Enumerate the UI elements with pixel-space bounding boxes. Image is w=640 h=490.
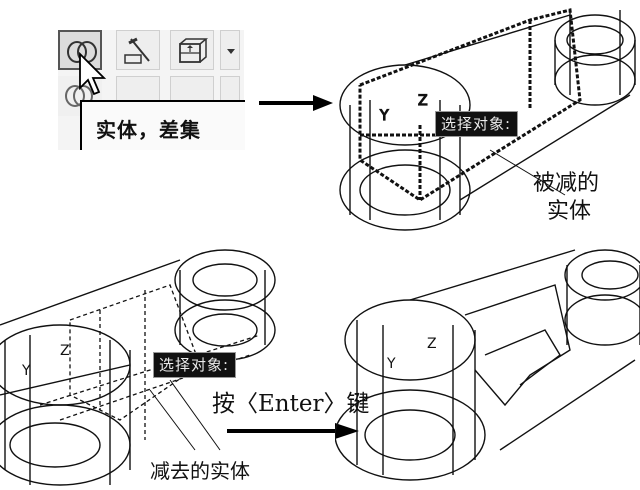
ucs-y-label-3: Y: [386, 356, 396, 372]
chevron-down-icon: [227, 49, 235, 54]
subtract-button[interactable]: [58, 30, 102, 70]
leader-line-3: [169, 379, 221, 451]
extrude-button[interactable]: [170, 30, 214, 70]
cad-viewport-before-select[interactable]: Y Z: [330, 0, 640, 240]
cad-viewport-select-subtract[interactable]: Y Z: [0, 245, 300, 490]
leader-line: [489, 149, 566, 196]
label-subtracted-from-line2: 实体: [547, 199, 592, 224]
label-subtracted: 减去的实体: [150, 459, 250, 483]
label-subtracted-from-line1: 被减的: [533, 171, 600, 196]
mouse-cursor-icon: [79, 52, 107, 96]
label-press-enter: 按〈Enter〉键: [212, 391, 370, 417]
command-prompt-tooltip-2: 选择对象:: [153, 352, 237, 378]
cad-viewport-result[interactable]: Y Z: [335, 240, 640, 490]
slice-solid-icon: [124, 37, 150, 64]
ucs-z-label-2: Z: [60, 343, 70, 359]
ucs-y-label: Y: [379, 108, 389, 124]
ucs-z-label: Z: [418, 93, 428, 109]
ucs-z-label-3: Z: [427, 336, 437, 352]
ucs-y-label-2: Y: [21, 363, 31, 379]
tooltip-text: 实体，差集: [96, 118, 201, 142]
arrow-right-icon-2: [227, 423, 359, 439]
arrow-right-icon: [259, 95, 333, 111]
command-prompt-tooltip-1: 选择对象:: [435, 111, 519, 137]
extrude-box-icon: [179, 38, 209, 63]
label-subtracted-from: 被减的 实体: [533, 170, 599, 226]
toolbar-dropdown[interactable]: [220, 30, 240, 70]
tooltip: 实体，差集: [80, 100, 245, 150]
slice-button[interactable]: [116, 30, 160, 70]
leader-line-2: [149, 389, 196, 451]
